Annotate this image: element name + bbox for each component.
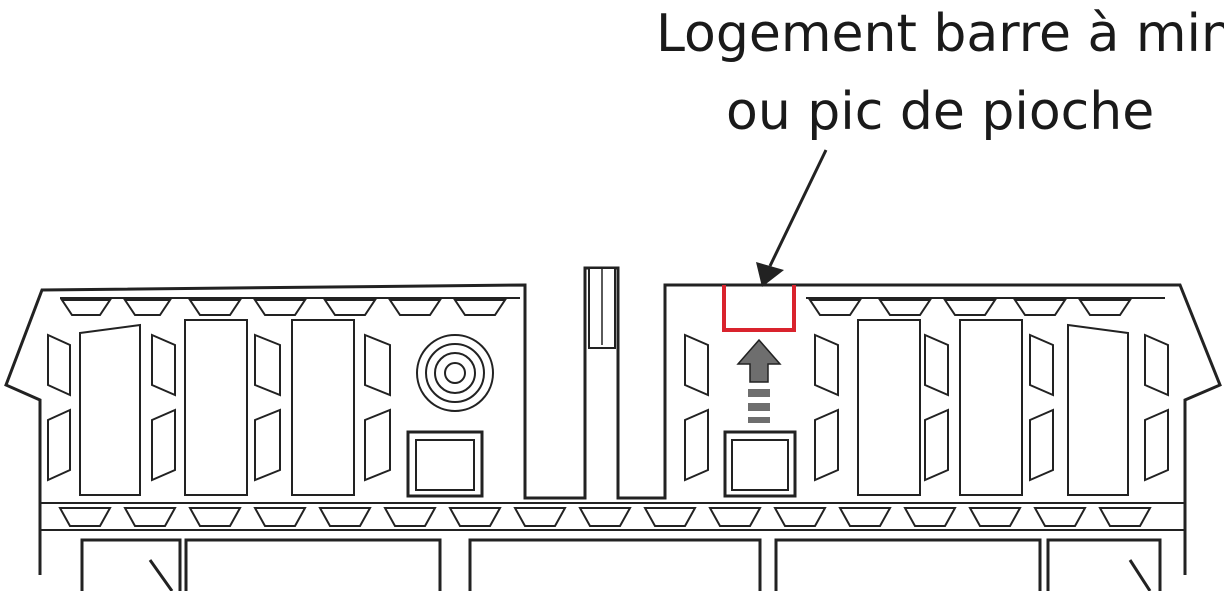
pry-bar-housing-highlight bbox=[722, 285, 796, 332]
bottom-legs bbox=[80, 538, 1162, 591]
callout-label-line1: Logement barre à mine bbox=[656, 4, 1224, 64]
arrow-dash-1 bbox=[748, 389, 770, 397]
arrow-dash-3 bbox=[748, 417, 770, 423]
callout-arrow-icon bbox=[756, 262, 784, 287]
window-left-inner bbox=[415, 439, 475, 491]
callout-leader-line bbox=[768, 149, 828, 267]
top-lattice-left bbox=[60, 299, 507, 316]
window-right-inner bbox=[731, 439, 789, 491]
window-left bbox=[406, 430, 484, 498]
left-slots bbox=[79, 319, 355, 496]
callout-label-line2: ou pic de pioche bbox=[726, 82, 1155, 142]
right-louvres bbox=[684, 333, 1169, 482]
bottom-lattice bbox=[58, 507, 1152, 527]
window-right bbox=[723, 430, 797, 498]
up-arrow-icon bbox=[736, 338, 782, 383]
top-lattice-right bbox=[808, 299, 1132, 316]
left-louvres bbox=[47, 333, 391, 482]
right-slots bbox=[857, 319, 1129, 496]
concentric-circle-icon bbox=[416, 334, 494, 412]
arrow-dash-2 bbox=[748, 403, 770, 411]
